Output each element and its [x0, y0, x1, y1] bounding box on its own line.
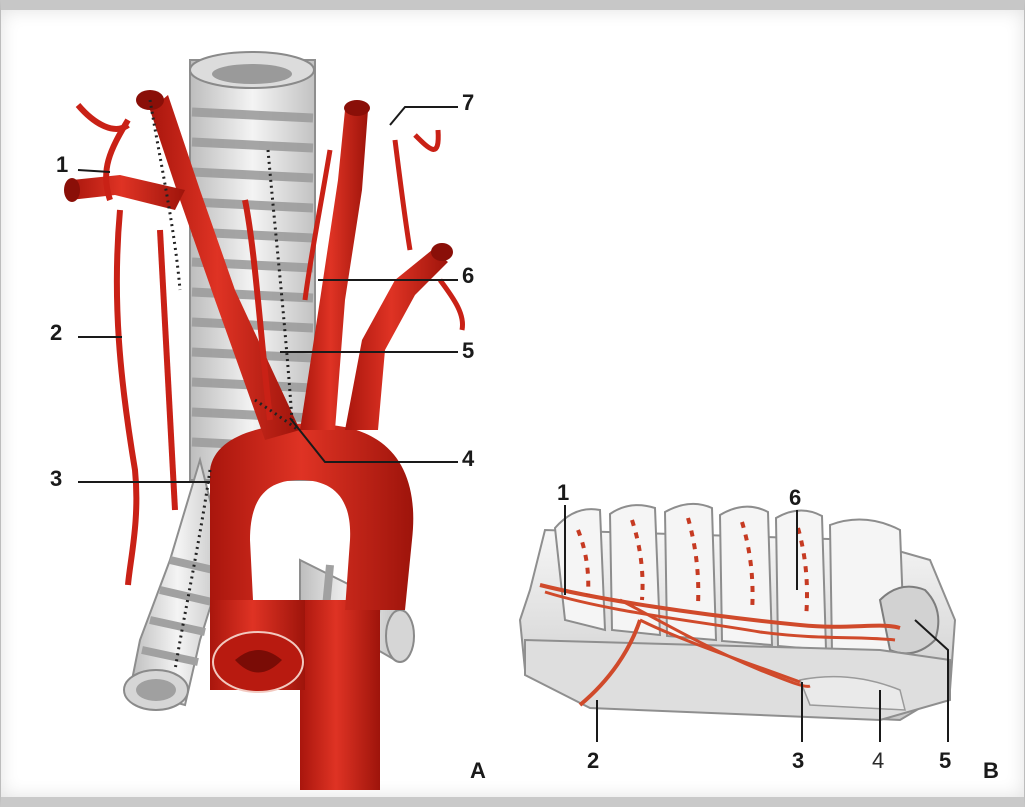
figure-b: 1 2 3 4 5 6 B — [520, 480, 999, 783]
label-a-5: 5 — [462, 338, 474, 363]
label-b-4: 4 — [872, 748, 884, 773]
label-a-6: 6 — [462, 263, 474, 288]
label-b-1: 1 — [557, 480, 569, 505]
label-b-2: 2 — [587, 748, 599, 773]
label-a-7: 7 — [462, 90, 474, 115]
label-a-4: 4 — [462, 446, 475, 471]
panel-letter-a: A — [470, 758, 486, 783]
label-b-3: 3 — [792, 748, 804, 773]
label-b-6: 6 — [789, 485, 801, 510]
label-a-1: 1 — [56, 152, 68, 177]
figure-a: 1 2 3 4 5 6 7 A — [50, 52, 486, 790]
label-a-2: 2 — [50, 320, 62, 345]
panel-letter-b: B — [983, 758, 999, 783]
label-a-3: 3 — [50, 466, 62, 491]
label-b-5: 5 — [939, 748, 951, 773]
